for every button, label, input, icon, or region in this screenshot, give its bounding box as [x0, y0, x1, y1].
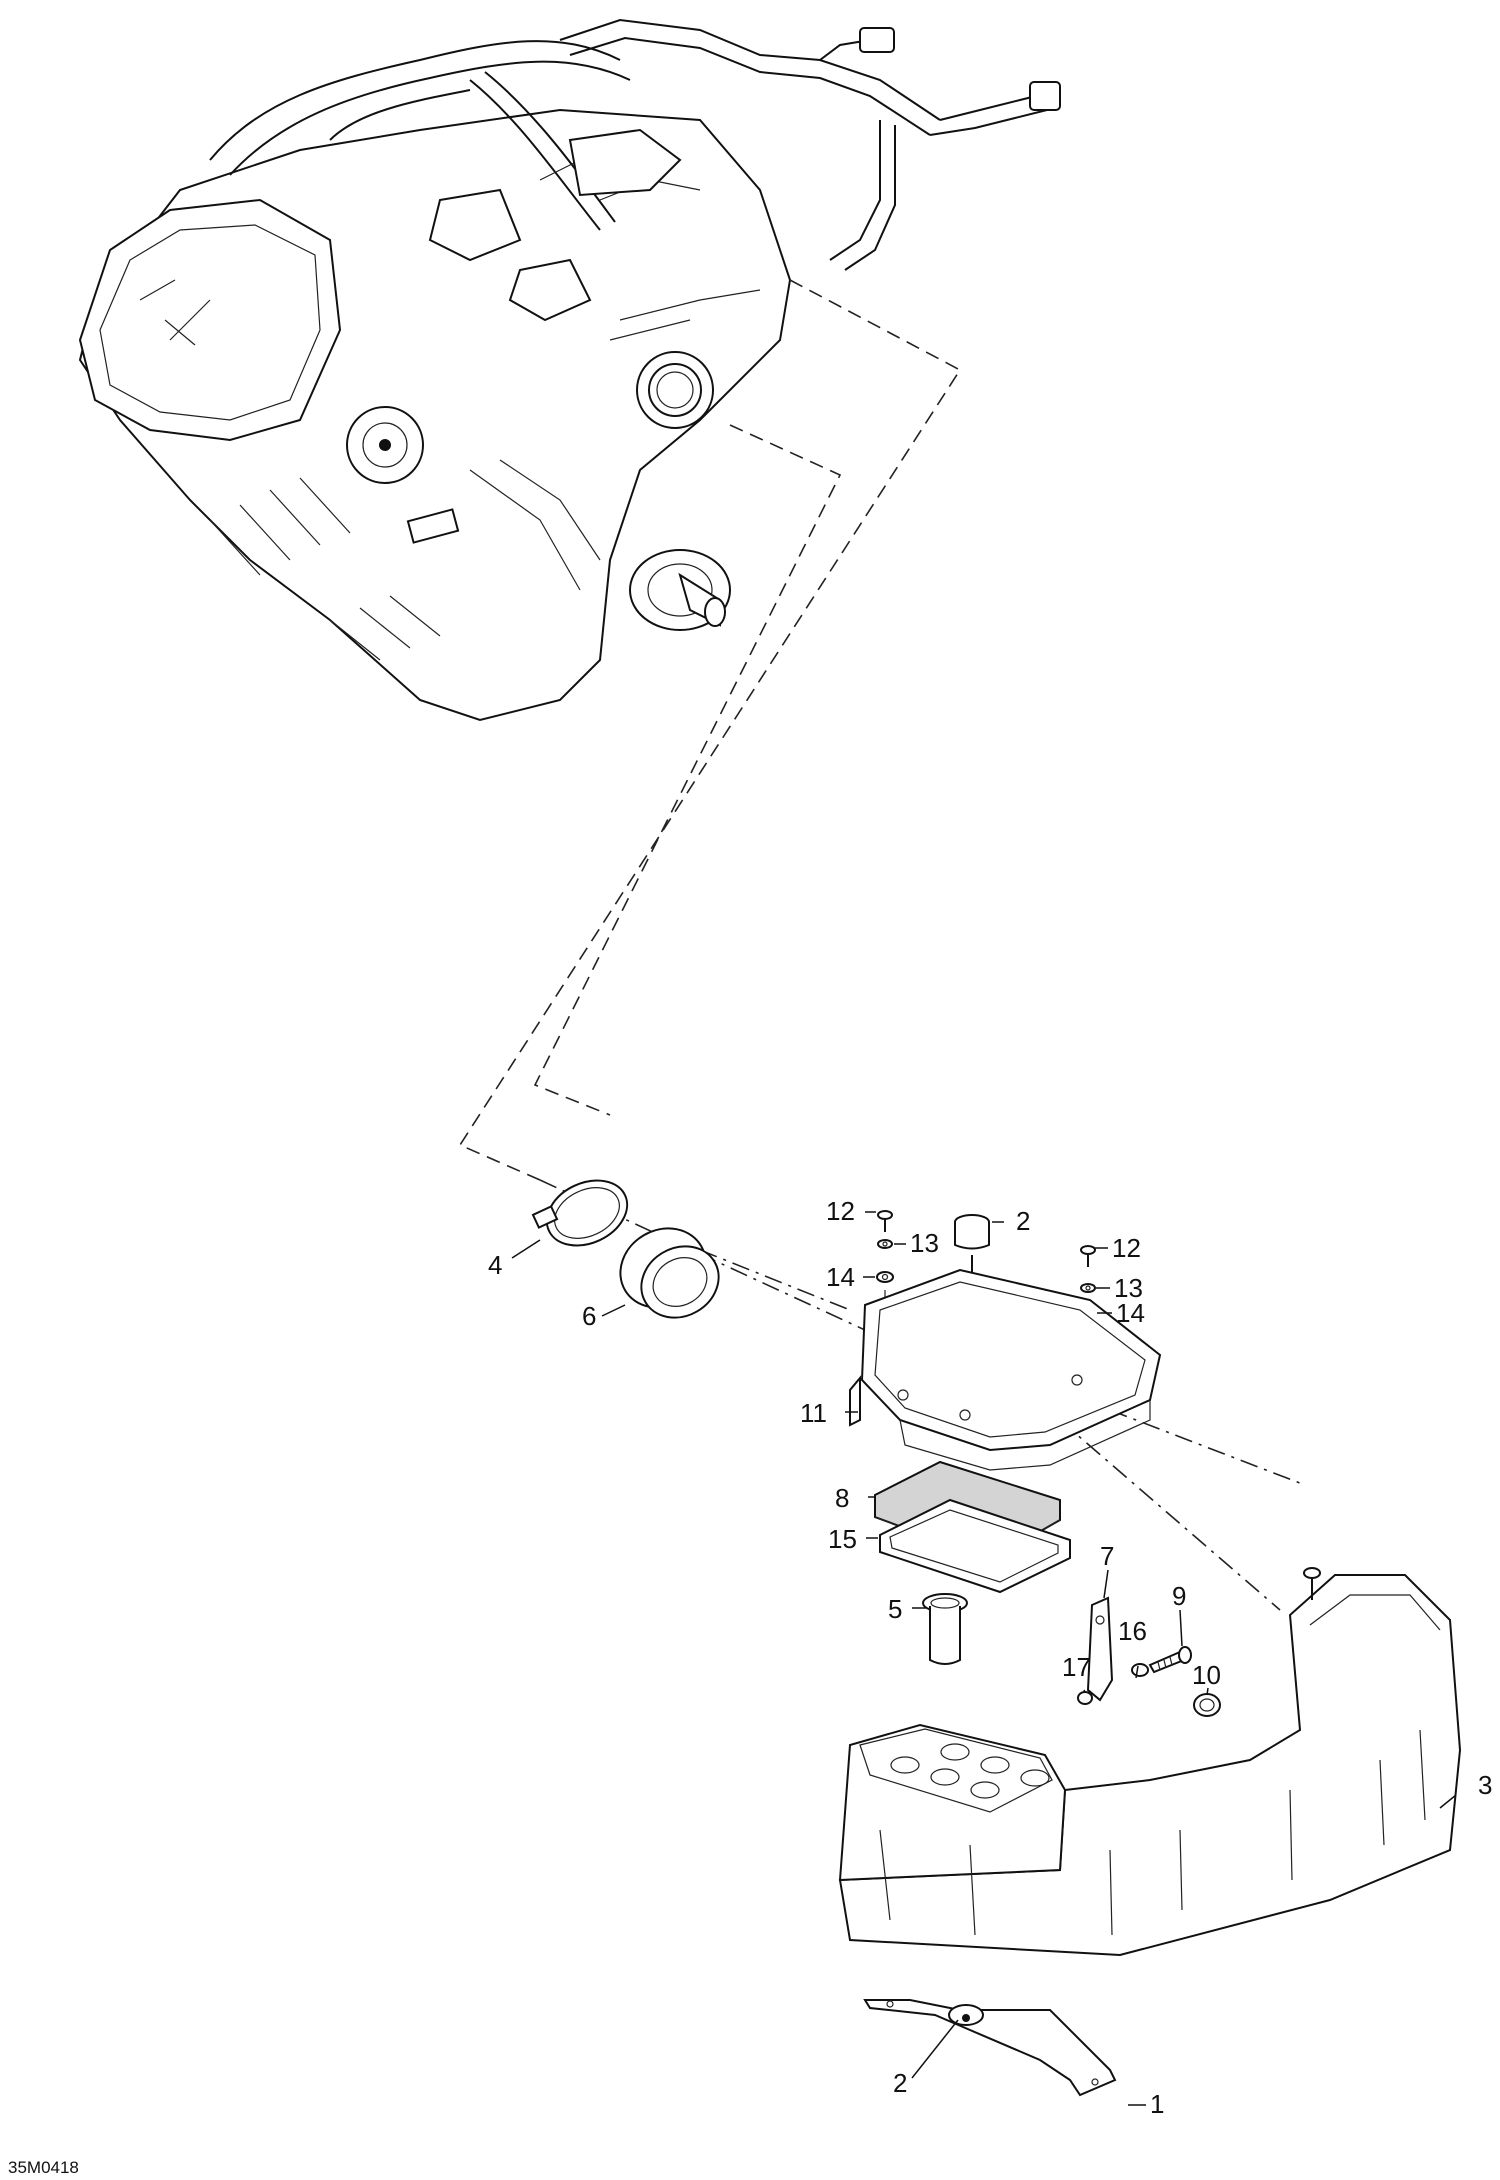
callout-12-right: 12	[1112, 1233, 1141, 1263]
callout-13-right: 13	[1114, 1273, 1143, 1303]
callout-3: 3	[1478, 1770, 1492, 1800]
bracket-part	[1077, 1596, 1221, 1717]
cap-part	[954, 1214, 990, 1356]
callout-8: 8	[835, 1483, 849, 1513]
intake-silencer-part	[838, 1567, 1462, 1957]
engine-assembly	[78, 18, 1061, 722]
callout-13-left: 13	[910, 1228, 939, 1258]
callout-16: 16	[1118, 1616, 1147, 1646]
callout-10: 10	[1192, 1660, 1221, 1690]
callout-1: 1	[1150, 2089, 1164, 2119]
callout-9: 9	[1172, 1581, 1186, 1611]
callout-11: 11	[800, 1398, 827, 1428]
callout-7: 7	[1100, 1541, 1114, 1571]
silencer-cover-part	[849, 1268, 1162, 1471]
reference-code: 35M0418	[8, 2158, 79, 2177]
support-bracket-part	[863, 1999, 1117, 2097]
callout-14-right: 14	[1116, 1298, 1145, 1328]
callout-2-bottom: 2	[893, 2068, 907, 2098]
leader-lines	[511, 1211, 1457, 2106]
callout-17: 17	[1062, 1652, 1091, 1682]
callout-15: 15	[828, 1524, 857, 1554]
adapter-boot-part	[619, 1227, 720, 1319]
intake-sleeve-part	[922, 1593, 968, 1665]
hose-clamp-part	[531, 1179, 629, 1247]
callout-14-left: 14	[826, 1262, 855, 1292]
callout-5: 5	[888, 1594, 902, 1624]
callout-6: 6	[582, 1301, 596, 1331]
callout-12-left: 12	[826, 1196, 855, 1226]
callout-labels: 1 2 2 3 4 5 6 7 8 9 10 11 12 12 13 13 14…	[488, 1196, 1492, 2119]
callout-4: 4	[488, 1250, 502, 1280]
gasket-seal-part	[879, 1498, 1071, 1594]
callout-2-cap: 2	[1016, 1206, 1030, 1236]
